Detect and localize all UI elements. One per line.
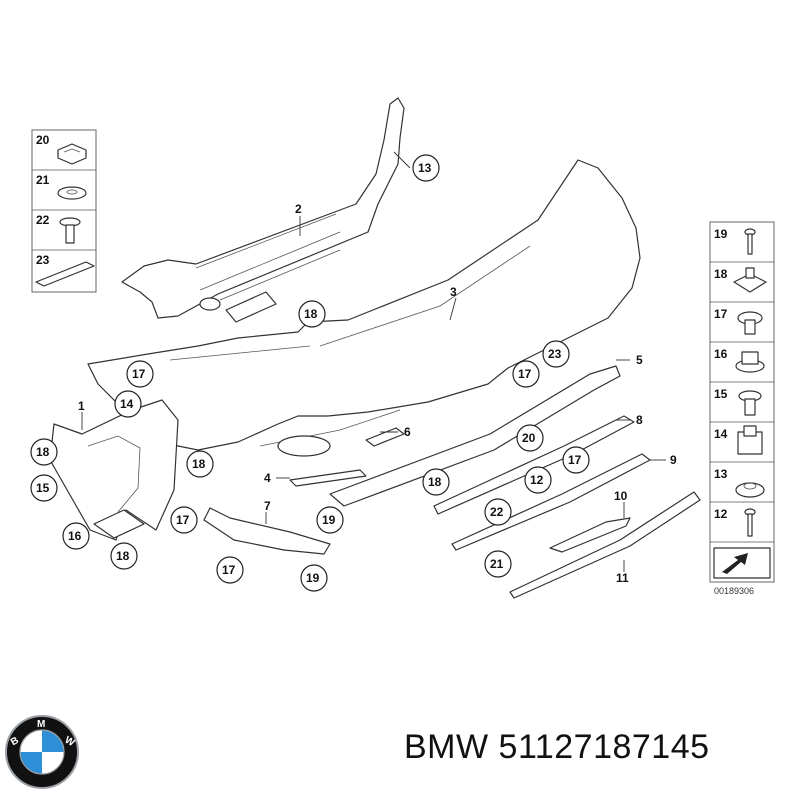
legend-16-label: 16 (714, 347, 728, 361)
legend-20-label: 20 (36, 133, 50, 147)
legend-13-label: 13 (714, 467, 728, 481)
callout-7: 7 (264, 499, 271, 513)
leader-lines (81, 151, 666, 572)
callout-18-strip: 18 (428, 475, 442, 489)
callout-16: 16 (68, 529, 82, 543)
callout-17-strip: 17 (568, 453, 582, 467)
callout-22: 22 (490, 505, 504, 519)
callout-9: 9 (670, 453, 677, 467)
bmw-logo: B M W (5, 715, 79, 789)
legend-14-label: 14 (714, 427, 728, 441)
bumper-carrier (121, 97, 405, 323)
right-legend: 19 18 17 16 15 14 13 12 00189306 (709, 221, 775, 596)
callout-12: 12 (530, 473, 544, 487)
callout-19-bottom: 19 (306, 571, 320, 585)
callout-2: 2 (295, 202, 302, 216)
part-number-caption: BMW 51127187145 (404, 728, 710, 767)
callout-18-carrier: 18 (304, 307, 318, 321)
callout-10: 10 (614, 489, 628, 503)
trim-strips (203, 365, 701, 599)
callout-18-mid: 18 (192, 457, 206, 471)
callout-13: 13 (418, 161, 432, 175)
legend-22-label: 22 (36, 213, 50, 227)
diagram-code: 00189306 (714, 586, 754, 596)
callout-18-bracket: 18 (36, 445, 50, 459)
part-number: 51127187145 (498, 728, 710, 766)
callout-17-bottom: 17 (222, 563, 236, 577)
side-bracket (49, 399, 179, 541)
callout-3: 3 (450, 285, 457, 299)
legend-17-label: 17 (714, 307, 728, 321)
callout-17-mid: 17 (176, 513, 190, 527)
left-legend: 20 21 22 23 (31, 129, 97, 293)
direction-arrow-icon (722, 553, 748, 574)
callout-19-mid: 19 (322, 513, 336, 527)
adhesive-strip-part (35, 261, 95, 287)
callout-1: 1 (78, 399, 85, 413)
svg-text:B: B (9, 735, 21, 748)
callout-17-right: 17 (518, 367, 532, 381)
legend-21-label: 21 (36, 173, 50, 187)
callout-4: 4 (264, 471, 271, 485)
legend-12-label: 12 (714, 507, 728, 521)
callout-8: 8 (636, 413, 643, 427)
legend-18-label: 18 (714, 267, 728, 281)
callout-5: 5 (636, 353, 643, 367)
bumper-cover (87, 159, 641, 457)
callout-14: 14 (120, 397, 134, 411)
legend-15-label: 15 (714, 387, 728, 401)
clip-nut-part (57, 143, 87, 165)
legend-19-label: 19 (714, 227, 728, 241)
callout-23: 23 (548, 347, 562, 361)
callout-18-lower: 18 (116, 549, 130, 563)
svg-text:M: M (37, 719, 45, 730)
callout-15: 15 (36, 481, 50, 495)
spring-clip-part (733, 273, 767, 293)
callout-6: 6 (404, 425, 411, 439)
brand-name: BMW (404, 728, 489, 766)
callout-21: 21 (490, 557, 504, 571)
legend-23-label: 23 (36, 253, 50, 267)
callout-17-left: 17 (132, 367, 146, 381)
hex-nut-part (735, 482, 765, 498)
callout-11: 11 (616, 571, 629, 585)
callout-20: 20 (522, 431, 536, 445)
washer-part (57, 186, 87, 200)
callouts: 2 3 1 5 6 4 7 8 9 10 11 13 18 17 14 18 1… (30, 154, 677, 592)
